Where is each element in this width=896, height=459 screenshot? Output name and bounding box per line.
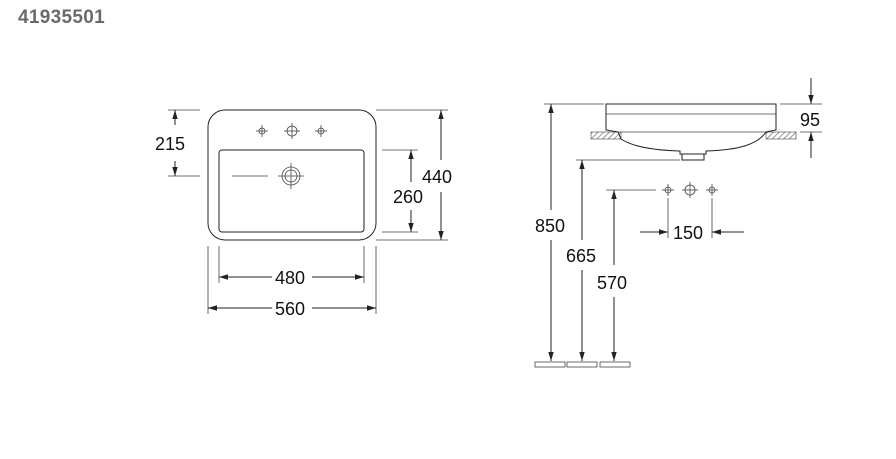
dim-rim-height-label: 850 [535,216,565,236]
tap-hole-icon [315,125,327,137]
dim-depth-label: 440 [422,167,452,187]
dim-supply-spacing: 150 [640,198,744,243]
dim-tap-offset-label: 215 [155,134,185,154]
tap-hole-icon [284,123,300,139]
dim-bowl-depth: 260 [382,149,423,233]
dim-height-label: 95 [800,110,820,130]
dim-depth: 440 [376,109,452,241]
supply-connection-icon [682,182,698,198]
side-view: 95 850 665 570 [534,78,822,368]
dim-width: 560 [207,246,377,319]
basin-profile [605,103,777,155]
dim-supply-height: 570 [597,189,656,368]
dim-bowl-width-label: 480 [275,268,305,288]
tap-hole-icon [256,125,268,137]
top-view: 215 440 260 480 [155,109,452,319]
countertop-right [765,131,797,140]
dim-height: 95 [780,78,822,158]
drain-icon [232,163,304,189]
countertop-left [590,131,622,140]
dim-supply-height-label: 570 [597,273,627,293]
product-code: 41935501 [18,7,105,28]
supply-connection-icon [662,184,674,196]
dim-tap-offset: 215 [155,109,200,177]
dim-bowl-width: 480 [218,246,365,288]
dim-width-label: 560 [275,299,305,319]
supply-connection-icon [706,184,718,196]
basin-outline [207,109,377,241]
dim-drain-height-label: 665 [566,246,596,266]
dim-supply-spacing-label: 150 [673,223,703,243]
bowl-outline [218,149,365,233]
dim-bowl-depth-label: 260 [393,187,423,207]
dim-drain-height: 665 [566,159,680,368]
dim-rim-height: 850 [534,103,604,368]
